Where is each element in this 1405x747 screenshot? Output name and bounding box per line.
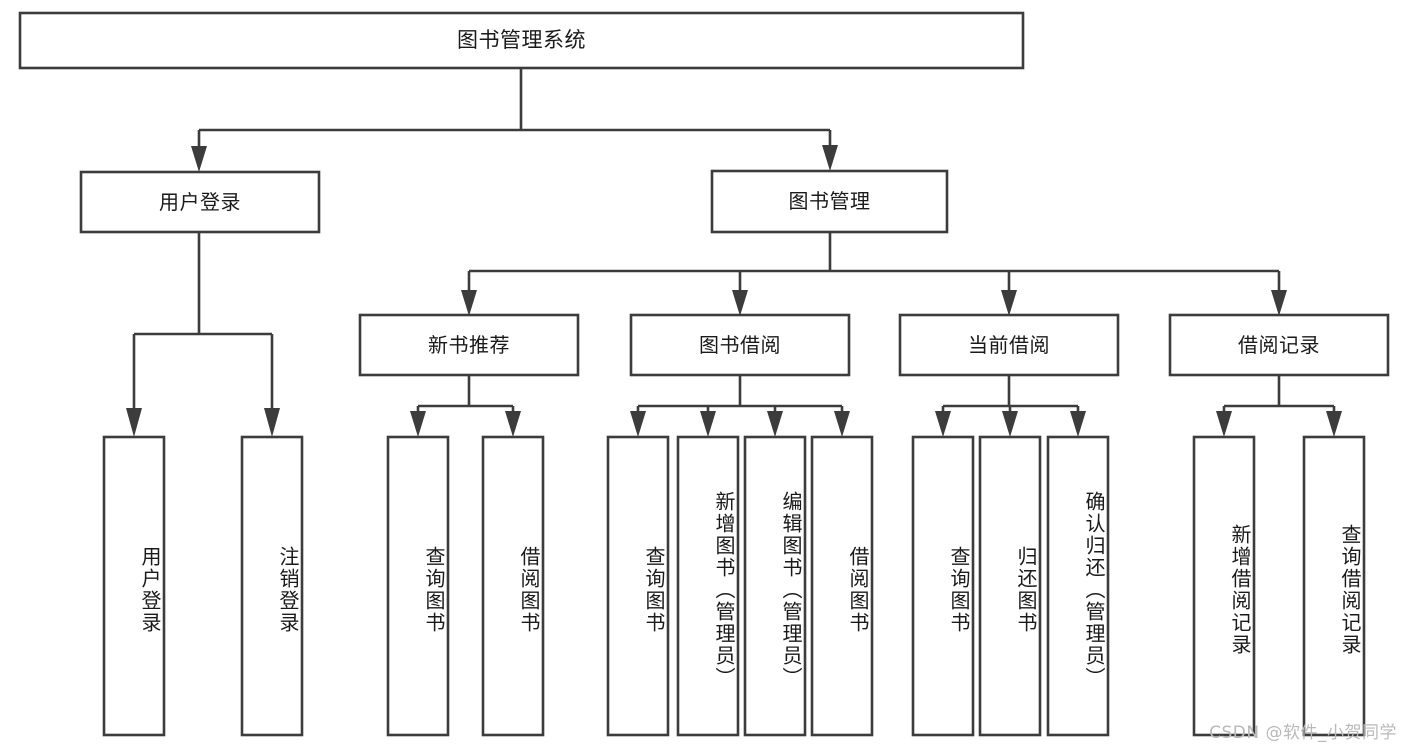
connector-group-root-to-level2 [191,68,838,172]
node-box-leaf-query-record[interactable] [1302,435,1366,737]
node-box-leaf-query-book-2[interactable] [606,435,670,737]
node-box-leaf-borrow-book-1[interactable] [481,435,545,737]
arrow-head-current-borrow [1001,290,1017,316]
node-box-leaf-edit-book[interactable] [743,435,807,737]
node-box-borrow-record[interactable] [1168,313,1390,377]
arrow-head-leaf-query-book-1 [410,411,426,437]
connector-group-book-manage-to-level3 [461,232,1287,316]
arrow-head-leaf-edit-book [767,411,783,437]
arrow-head-leaf-query-record [1326,411,1342,437]
arrow-head-book-borrow [732,290,748,316]
connector-group-borrow-record-to-leaves [1216,375,1342,437]
connector-group-user-login-to-leaves [126,232,280,437]
node-box-new-book-recommend[interactable] [358,313,580,377]
node-box-user-login[interactable] [79,170,321,234]
arrow-head-book-manage [822,145,838,171]
arrow-head-leaf-query-book-3 [935,411,951,437]
node-box-book-borrow[interactable] [629,313,851,377]
node-box-current-borrow[interactable] [898,313,1120,377]
connector-group-current-borrow-to-leaves [935,375,1086,437]
node-box-leaf-query-book-3[interactable] [911,435,975,737]
node-box-leaf-borrow-book-2[interactable] [810,435,874,737]
arrow-head-leaf-logout [264,408,280,437]
arrow-head-leaf-return-book [1002,411,1018,437]
node-box-root[interactable] [18,11,1025,70]
arrow-head-leaf-add-record [1216,411,1232,437]
arrow-head-leaf-user-login [126,408,142,437]
node-box-leaf-confirm-return[interactable] [1046,435,1110,737]
node-box-leaf-logout[interactable] [240,435,304,737]
arrow-head-borrow-record [1271,290,1287,316]
connector-group-book-borrow-to-leaves [630,375,850,437]
arrow-head-leaf-query-book-2 [630,411,646,437]
node-box-leaf-query-book-1[interactable] [386,435,450,737]
arrow-head-new-book-recommend [461,290,477,316]
csdn-watermark: CSDN @软件_小贺同学 [1209,723,1397,743]
node-box-leaf-return-book[interactable] [978,435,1042,737]
node-box-leaf-add-book[interactable] [676,435,740,737]
arrow-head-leaf-confirm-return [1070,411,1086,437]
node-box-leaf-add-record[interactable] [1192,435,1256,737]
node-box-leaf-user-login[interactable] [102,435,166,737]
node-box-book-manage[interactable] [710,169,949,234]
arrow-head-user-login [191,146,207,172]
arrow-head-leaf-add-book [700,411,716,437]
connector-group-new-book-to-leaves [410,375,521,437]
arrow-head-leaf-borrow-book-1 [505,411,521,437]
arrow-head-leaf-borrow-book-2 [834,411,850,437]
